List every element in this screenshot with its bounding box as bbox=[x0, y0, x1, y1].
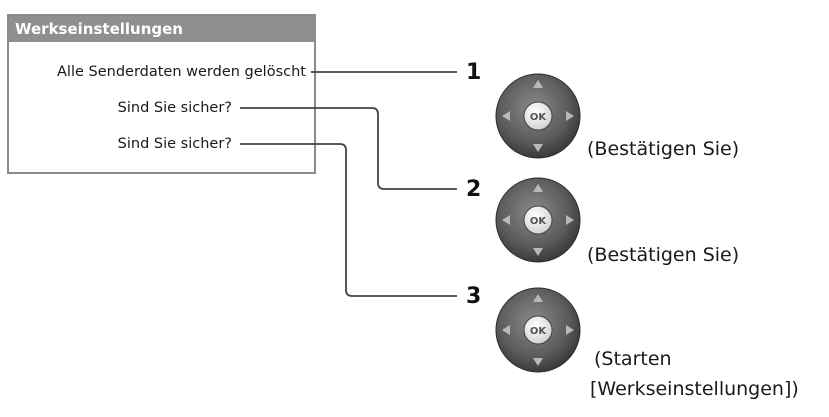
dialog-line-2: Sind Sie sicher? bbox=[117, 100, 232, 116]
step-caption-2: (Bestätigen Sie) bbox=[587, 244, 740, 266]
ok-button-icon bbox=[523, 101, 553, 131]
dialog-title: Werkseinstellungen bbox=[9, 16, 314, 42]
navigation-dpad-icon: OK bbox=[495, 287, 581, 373]
connector-line-3 bbox=[240, 143, 457, 297]
dialog-line-3: Sind Sie sicher? bbox=[117, 136, 232, 152]
navigation-dpad-icon: OK bbox=[495, 177, 581, 263]
ok-button-label: OK bbox=[530, 216, 548, 227]
dialog-line-1: Alle Senderdaten werden gelöscht bbox=[57, 64, 306, 80]
step-number-1: 1 bbox=[466, 60, 482, 85]
step-caption-3: (Starten bbox=[594, 348, 672, 370]
settings-dialog: Werkseinstellungen Alle Senderdaten werd… bbox=[7, 14, 316, 174]
ok-button-label: OK bbox=[530, 112, 548, 123]
step-caption-1: (Bestätigen Sie) bbox=[587, 138, 740, 160]
step-caption-3-line2: [Werkseinstellungen]) bbox=[590, 378, 799, 400]
ok-button-icon bbox=[523, 315, 553, 345]
connector-line-2 bbox=[240, 107, 457, 190]
navigation-dpad-icon: OK bbox=[495, 73, 581, 159]
ok-button-icon bbox=[523, 205, 553, 235]
ok-button-label: OK bbox=[530, 326, 548, 337]
step-number-2: 2 bbox=[466, 177, 482, 202]
step-number-3: 3 bbox=[466, 284, 482, 309]
